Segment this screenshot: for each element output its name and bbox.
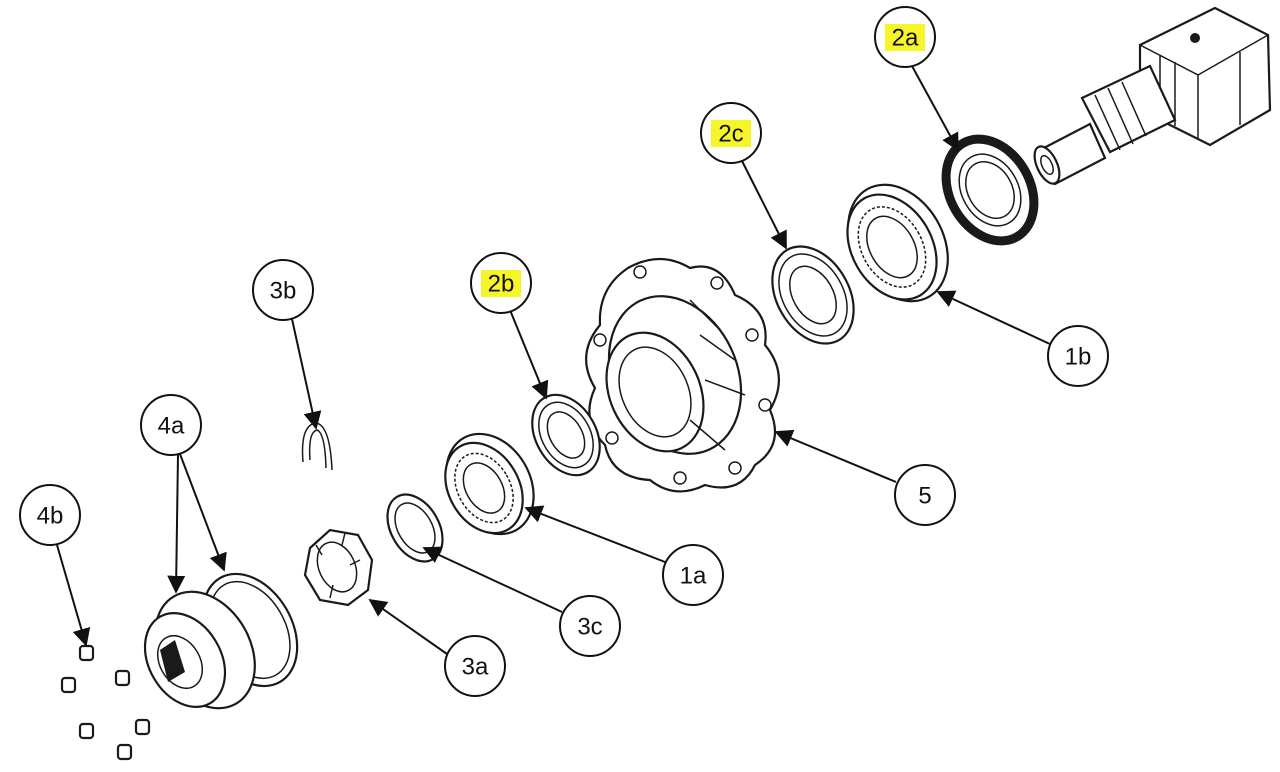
callout-label: 5 [918,483,931,510]
callout-label: 2a [892,25,919,52]
callout-label: 1b [1065,344,1092,371]
hub-cap-icon [143,590,256,710]
axle-spindle-icon [1033,6,1272,186]
callout-4a: 4a [140,394,202,456]
callout-2c: 2c [700,102,762,164]
seal-ring-icon [771,245,855,345]
callout-3b: 3b [252,259,314,321]
bearing-icon [444,432,535,536]
callout-label: 2b [488,271,515,298]
lock-washer-icon [386,493,444,563]
callout-1b: 1b [1047,325,1109,387]
callout-label: 1a [680,563,707,590]
wheel-hub-icon [585,258,780,493]
castle-nut-icon [303,528,374,607]
callout-1a: 1a [662,544,724,606]
callout-label: 4a [158,413,185,440]
callout-label: 3a [462,654,489,681]
callout-5: 5 [894,464,956,526]
callout-label: 3b [270,278,297,305]
callout-2b: 2b [470,252,532,314]
callout-label: 3c [577,614,602,641]
callout-4b: 4b [19,484,81,546]
screw-icon [60,644,151,761]
callout-2a: 2a [874,6,936,68]
seal-ring-icon [531,393,601,477]
cotter-pin-icon [301,422,333,471]
callout-3c: 3c [559,595,621,657]
callout-label: 4b [37,503,64,530]
callout-label: 2c [718,121,743,148]
callout-3a: 3a [444,635,506,697]
bearing-icon [846,183,949,303]
seal-ring-icon [941,134,1039,246]
leader-lines [56,65,1053,655]
